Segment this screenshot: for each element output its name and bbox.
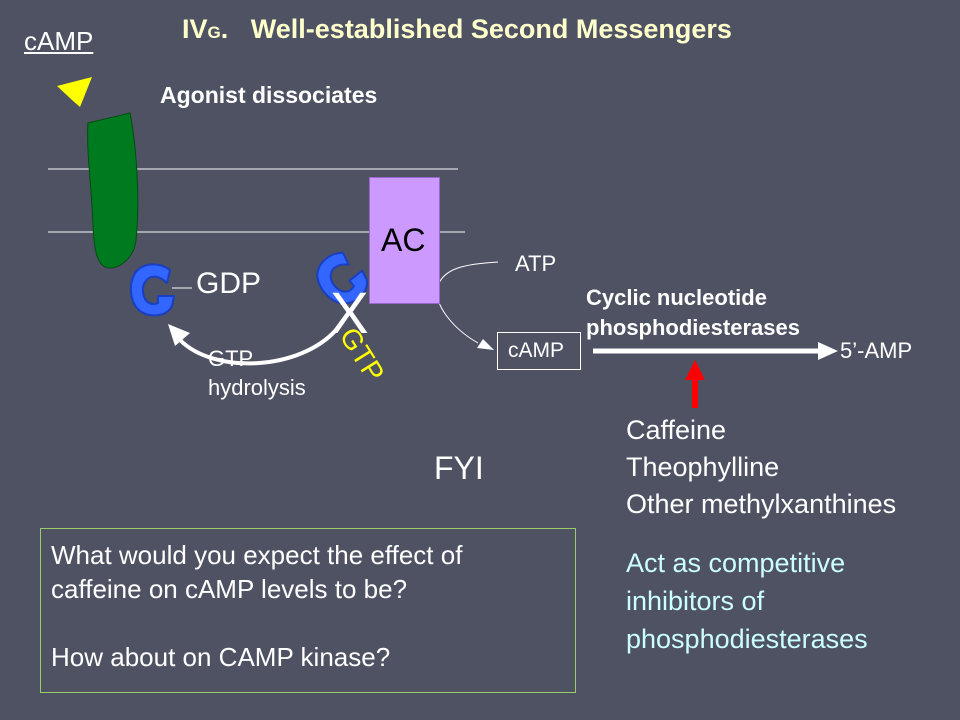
- inhibitor-list: Caffeine Theophylline Other methylxanthi…: [626, 412, 896, 523]
- mechanism-line2: inhibitors of: [626, 586, 765, 616]
- slide-title: IVG. Well-established Second Messengers: [182, 14, 732, 45]
- mechanism-line3: phosphodiesterases: [626, 624, 868, 654]
- receptor-shape: [87, 112, 139, 269]
- atp-to-camp-curve: [436, 261, 499, 344]
- pde-line1: Cyclic nucleotide: [586, 285, 767, 310]
- ac-label: AC: [381, 222, 426, 258]
- inhibitor-item: Theophylline: [626, 452, 780, 482]
- fyi-label: FYI: [434, 450, 484, 486]
- gtp-hydrolysis-arrow: [178, 328, 338, 366]
- pde-label: Cyclic nucleotide phosphodiesterases: [586, 283, 800, 343]
- agonist-dissociates-label: Agonist dissociates: [160, 82, 378, 108]
- inhibitor-item: Caffeine: [626, 415, 727, 445]
- pde-reaction-arrowhead: [818, 342, 838, 360]
- topic-heading: cAMP: [24, 26, 94, 56]
- x-mark: X: [330, 281, 369, 346]
- inhibitor-item: Other methylxanthines: [626, 489, 897, 519]
- atp-to-camp-arrowhead: [477, 339, 494, 350]
- gtp-hydrolysis-line2: hydrolysis: [208, 375, 306, 400]
- atp-label: ATP: [515, 251, 557, 276]
- gtp-hydrolysis-label: GTP hydrolysis: [208, 344, 306, 402]
- mechanism-line1: Act as competitive: [626, 548, 846, 578]
- question-line2: caffeine on cAMP levels to be?: [51, 574, 408, 604]
- adenylyl-cyclase-box: [369, 177, 440, 304]
- mechanism-text: Act as competitive inhibitors of phospho…: [626, 544, 868, 658]
- title-prefix: IV: [182, 14, 208, 44]
- g-protein-icon: [129, 263, 175, 317]
- title-main: Well-established Second Messengers: [250, 14, 732, 44]
- question-line1: What would you expect the effect of: [51, 540, 463, 570]
- camp-box: cAMP: [497, 332, 581, 370]
- gtp-hydrolysis-line1: GTP: [208, 346, 254, 371]
- title-dot: .: [220, 14, 229, 44]
- inhibit-arrowhead: [685, 360, 705, 380]
- question-line3: How about on CAMP kinase?: [51, 642, 391, 672]
- amp-product-label: 5’-AMP: [840, 338, 913, 363]
- title-subscript: G: [207, 23, 221, 42]
- gdp-label: GDP: [196, 267, 262, 300]
- pde-line2: phosphodiesterases: [586, 315, 800, 340]
- g-protein-active-icon: [316, 251, 368, 305]
- gtp-hydrolysis-arrowhead: [168, 324, 190, 346]
- agonist-ligand-icon: [57, 77, 92, 107]
- question-box: What would you expect the effect of caff…: [40, 528, 576, 693]
- question-spacer: [51, 606, 565, 640]
